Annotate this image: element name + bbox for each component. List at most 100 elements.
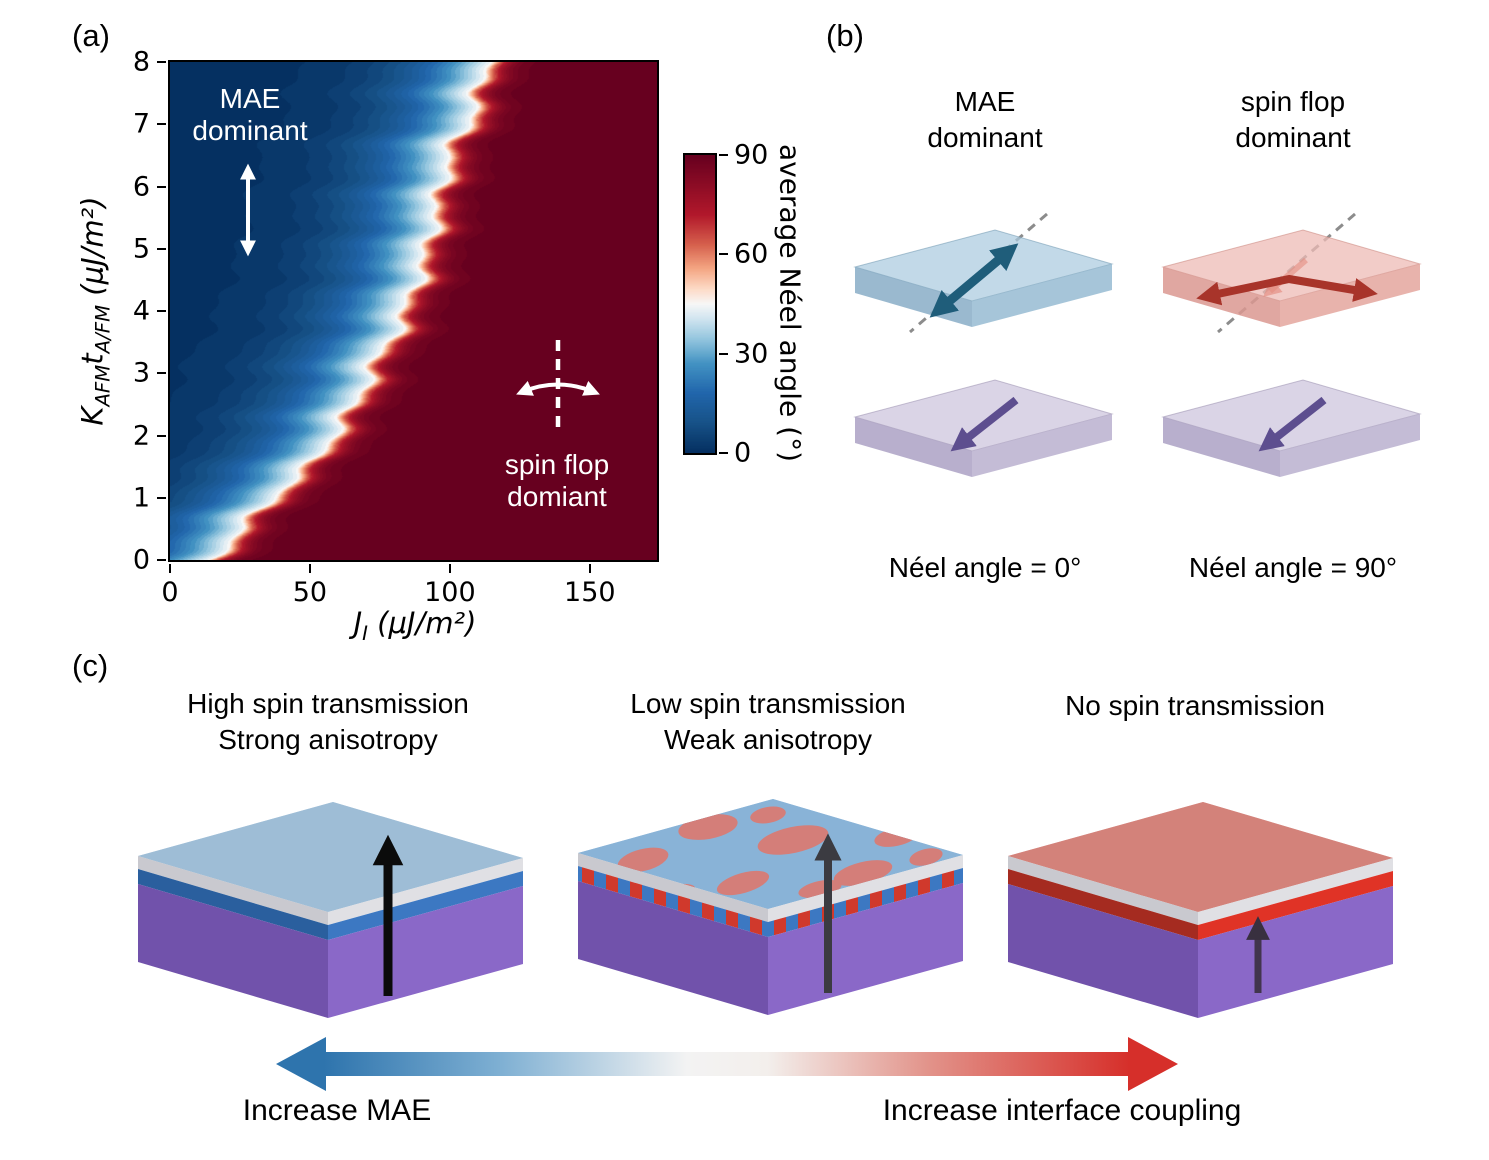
- mixed-layer-right: [768, 868, 963, 937]
- cap-left-face: [578, 853, 768, 922]
- x-tick-label: 50: [292, 577, 328, 608]
- low-transmission-title: Low spin transmission Weak anisotropy: [630, 686, 905, 759]
- x-tick-mark: [169, 564, 171, 573]
- y-tick-mark: [157, 496, 166, 499]
- mae-title-line1: MAE: [954, 86, 1016, 117]
- colorbar-tick-label: 90: [734, 139, 769, 171]
- y-tick-mark: [157, 372, 166, 375]
- x-tick-mark: [588, 564, 591, 573]
- slab3-title-line1: No spin transmission: [1065, 690, 1325, 721]
- y-tick-mark: [157, 61, 166, 63]
- x-tick-label: 0: [161, 577, 179, 608]
- no-transmission-title: No spin transmission: [1065, 688, 1325, 724]
- y-tick-mark: [157, 310, 166, 312]
- colorbar: [683, 153, 717, 455]
- y-tick-label: 4: [132, 295, 150, 327]
- slab-high-transmission: [138, 802, 523, 1018]
- slab1-title-line1: High spin transmission: [187, 688, 469, 719]
- spinflop-title-line1: spin flop: [1240, 86, 1346, 117]
- slab3-top-face: [1008, 802, 1393, 912]
- high-transmission-title: High spin transmission Strong anisotropy: [187, 686, 469, 759]
- spinflop-dominant-annotation: spin flop domiant: [505, 449, 609, 513]
- y-label-K: K: [75, 406, 110, 426]
- y-tick-label: 7: [132, 108, 150, 140]
- colorbar-tick-label: 30: [734, 338, 769, 370]
- slab2-title-line2: Weak anisotropy: [663, 724, 873, 756]
- mae-coupling-axis-arrow: [276, 1037, 1178, 1091]
- slab1-top-face: [138, 802, 523, 912]
- mae-dominant-schematic: [853, 212, 1114, 477]
- colorbar-canvas: [685, 155, 715, 453]
- arrow-head-left: [276, 1037, 326, 1091]
- y-tick-label: 2: [132, 420, 150, 451]
- afm-layer-slab: [853, 379, 1114, 477]
- mae-annotation-line2: dominant: [192, 115, 308, 147]
- neel-angle-phase-diagram: [168, 60, 659, 562]
- slab-no-transmission: [1008, 802, 1393, 1018]
- fm-moment-flopped-arrow: [1196, 275, 1378, 306]
- panel-c-label: (c): [72, 648, 109, 683]
- y-tick-mark: [157, 247, 166, 250]
- x-tick-mark: [448, 564, 451, 573]
- y-tick-mark: [157, 559, 166, 561]
- colorbar-tick-mark: [719, 253, 728, 256]
- slab1-cap-sheen: [138, 802, 523, 912]
- substrate-left: [138, 884, 328, 1018]
- colorbar-tick-mark: [719, 154, 728, 156]
- fm-layer-slab: [853, 229, 1114, 327]
- y-tick-label: 6: [132, 171, 150, 202]
- afm-layer-slab: [1161, 379, 1422, 477]
- spinflop-dominant-title: spin flop dominant: [1235, 84, 1350, 157]
- fm-blue-layer-left: [138, 869, 328, 940]
- spinflop-title-line2: dominant: [1235, 122, 1351, 154]
- substrate-left: [1008, 884, 1198, 1018]
- y-label-t: t: [75, 353, 110, 365]
- x-label-J-sub: I: [362, 621, 368, 645]
- mixed-layer-left: [578, 866, 768, 937]
- spinflop-annotation-line1: spin flop: [504, 449, 610, 480]
- afm-neel-vector-arrow: [950, 396, 1019, 452]
- cap-left-face: [138, 856, 328, 925]
- substrate-left: [578, 881, 768, 1015]
- spinflop-annotation-line2: domiant: [507, 481, 607, 513]
- slab1-title-line2: Strong anisotropy: [218, 724, 438, 756]
- mae-dominant-annotation: MAE dominant: [192, 83, 307, 147]
- y-tick-label: 5: [132, 233, 150, 265]
- mae-dominant-title: MAE dominant: [927, 84, 1042, 157]
- colorbar-label: average Néel angle (°): [773, 143, 807, 463]
- x-tick-mark: [308, 564, 311, 573]
- colorbar-tick-mark: [719, 452, 728, 454]
- fm-blue-layer-right: [328, 871, 523, 940]
- slab-low-transmission: [578, 799, 963, 1015]
- y-tick-mark: [157, 434, 166, 437]
- increase-mae-label: Increase MAE: [242, 1094, 432, 1127]
- colorbar-tick-label: 0: [734, 437, 752, 469]
- panel-a-label: (a): [72, 18, 110, 53]
- cap-right-face: [328, 858, 523, 925]
- fm-moment-arrow: [929, 243, 1019, 318]
- colorbar-tick-label: 60: [734, 238, 769, 270]
- neel-angle-90-caption: Néel angle = 90°: [1188, 552, 1398, 583]
- y-label-t-sub: A/FM: [91, 304, 115, 354]
- y-axis-label: KAFMtA/FM (μJ/m²): [76, 196, 115, 425]
- y-tick-label: 1: [132, 482, 150, 514]
- heatmap-canvas: [170, 62, 657, 560]
- y-tick-mark: [157, 123, 166, 126]
- slab2-title-line1: Low spin transmission: [630, 688, 906, 719]
- y-tick-label: 0: [132, 544, 150, 576]
- x-label-units: (μJ/m²): [377, 606, 477, 640]
- red-domain-patches: [599, 806, 943, 903]
- x-axis-label: JI (μJ/m²): [354, 606, 477, 645]
- slab-stack: [138, 802, 523, 1018]
- y-label-K-sub: AFM: [91, 364, 115, 407]
- slab-stack: [1008, 802, 1393, 1018]
- cap-right-face: [1198, 858, 1393, 925]
- panel-b-label: (b): [826, 18, 864, 53]
- cap-left-face: [1008, 856, 1198, 925]
- slab3-cap-sheen: [1008, 802, 1393, 912]
- x-tick-label: 100: [424, 577, 476, 608]
- mae-annotation-line1: MAE: [219, 83, 281, 114]
- substrate-right: [1198, 886, 1393, 1018]
- y-tick-mark: [157, 185, 166, 188]
- y-tick-label: 3: [132, 357, 150, 389]
